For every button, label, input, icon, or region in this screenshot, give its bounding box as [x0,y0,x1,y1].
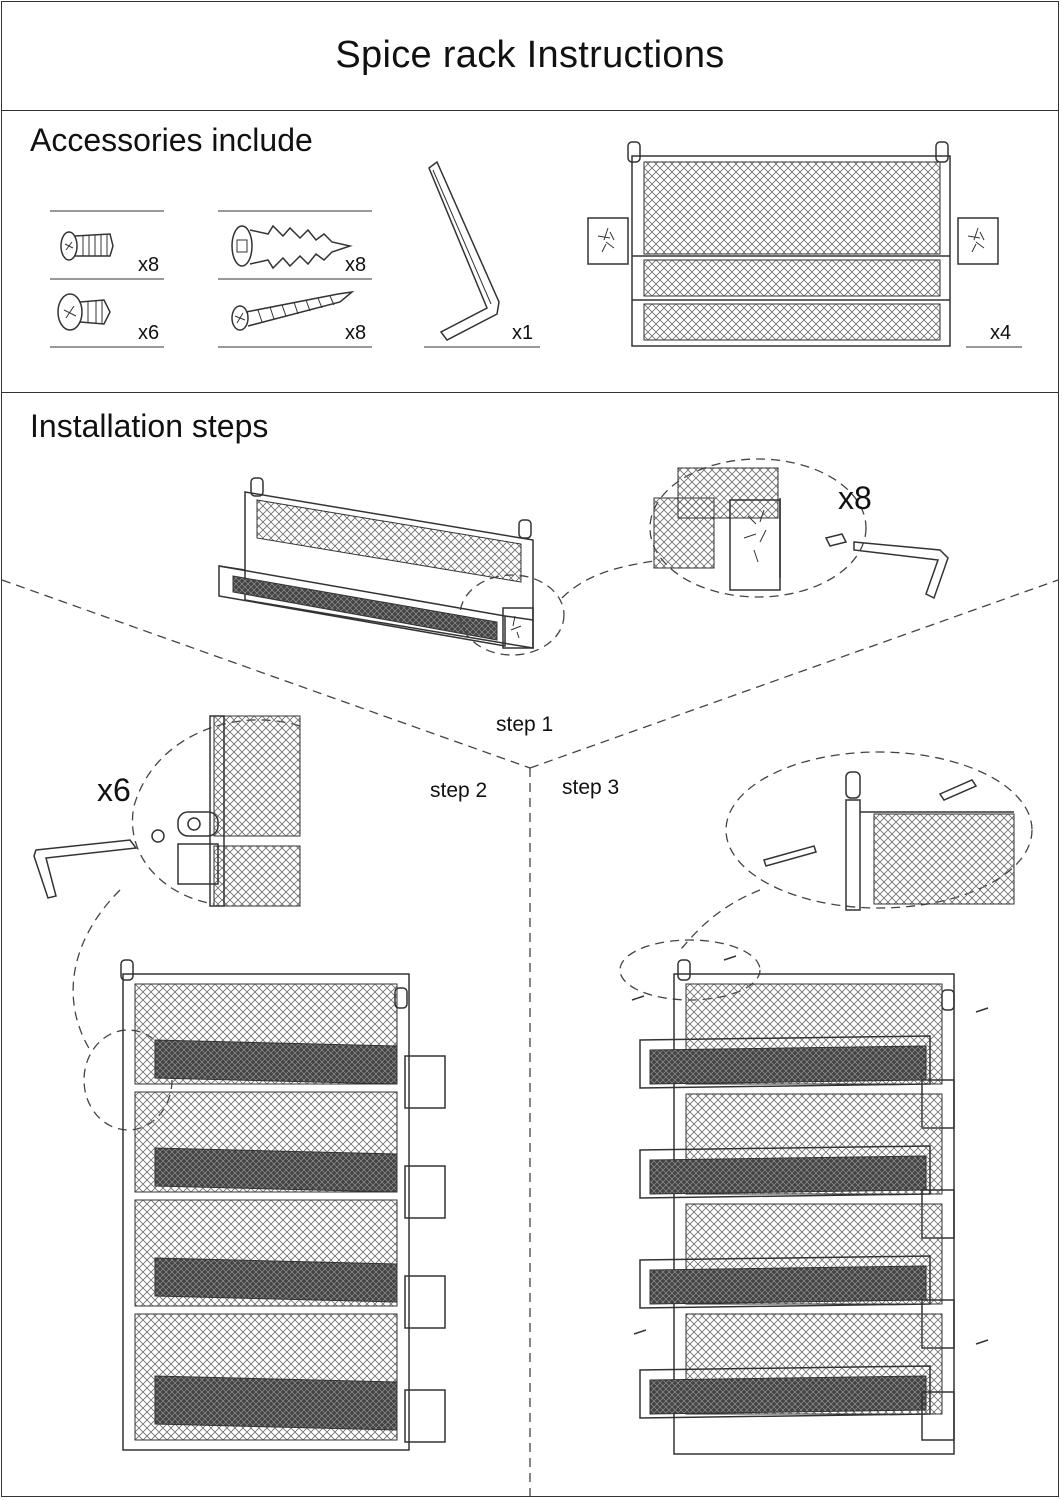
qty-hex-key: x1 [512,322,534,344]
wall-anchor-icon [231,224,353,270]
step-2-tier-2 [134,1091,446,1219]
step-3-tier-1 [639,983,955,1129]
installation-heading: Installation steps [30,408,269,444]
step-2-tier-3 [134,1199,446,1329]
accessories-section [1,111,1059,393]
accessory-rules [50,210,1022,348]
accessories-heading: Accessories include [30,122,313,158]
step-1-screw-qty: x8 [838,480,872,516]
qty-wood-screw: x8 [345,322,367,344]
title-bar: Spice rack Instructions [1,1,1059,111]
step-1-label: step 1 [496,713,554,736]
hex-key-icon [428,160,500,341]
step-3-tier-4 [639,1313,955,1441]
step-2-assembled-rack [120,959,446,1451]
step-2-detail-circle [131,715,301,907]
step-2-tier-4 [134,1313,446,1443]
step-1-shelf-illustration [218,477,534,649]
page-title: Spice rack Instructions [335,34,725,76]
qty-spice-rack-shelf: x4 [990,322,1012,344]
step-3-assembled-rack [631,955,989,1455]
qty-small-bolt: x8 [138,254,160,276]
qty-wall-anchor: x8 [345,254,367,276]
step-2-hex-key-icon [33,839,138,899]
step-1-detail-circle [649,458,867,598]
qty-short-bolt: x6 [138,322,160,344]
step-1-callout [459,559,661,656]
spice-rack-shelf-icon [587,141,999,347]
step-2-screw-qty: x6 [97,772,131,808]
step-3-tier-3 [639,1203,955,1349]
step-2-label: step 2 [430,779,488,802]
small-bolt-icon [60,231,114,261]
step-3-tier-2 [639,1093,955,1239]
wood-screw-icon [231,290,355,331]
step-1-hex-key-icon [824,533,949,600]
short-bolt-icon [57,293,111,331]
step-3-label: step 3 [562,776,620,799]
step-3-detail-circle [725,751,1033,911]
step-2-tier-1 [134,983,446,1109]
